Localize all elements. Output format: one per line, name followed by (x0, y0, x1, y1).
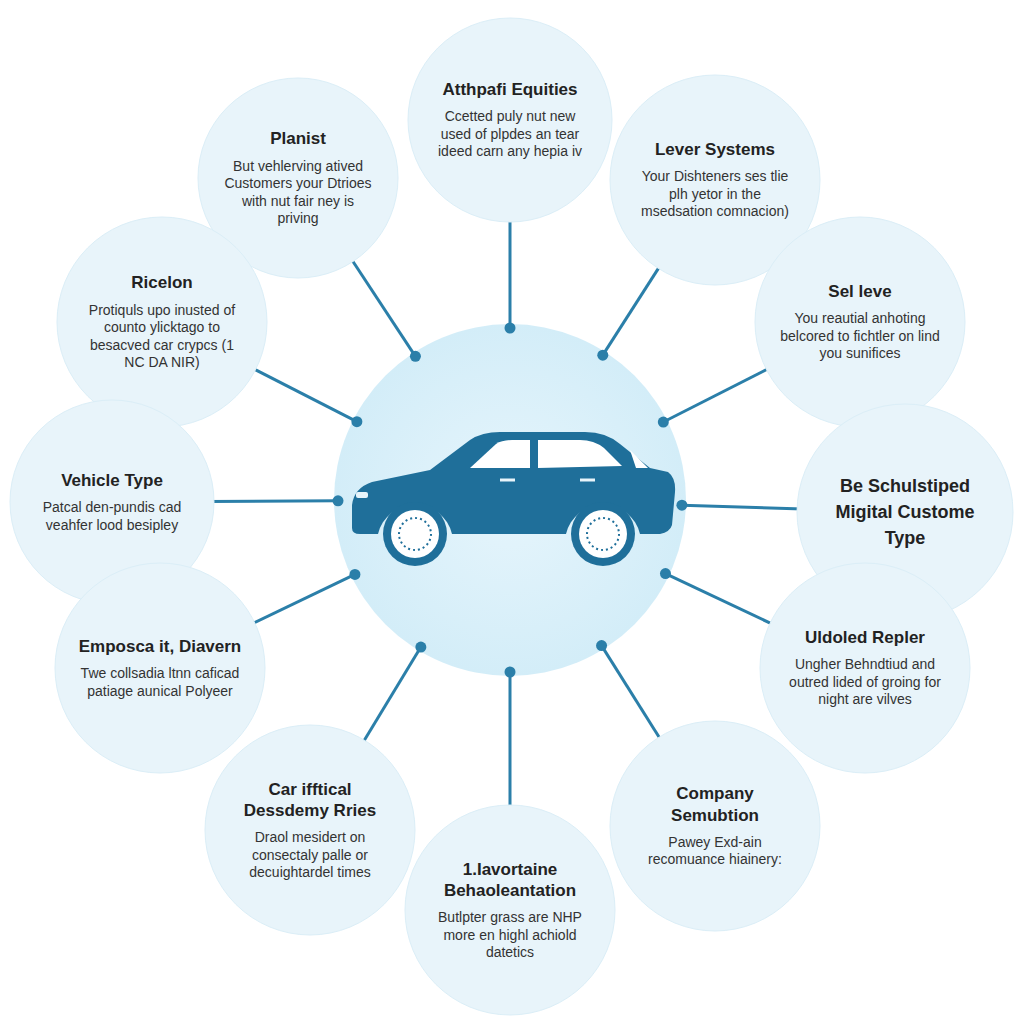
center-circle (334, 324, 686, 676)
topic-heading: Lever Systems (655, 139, 775, 160)
topic-heading: Be Schulstiped Migital Custome Type (821, 473, 989, 551)
leader-line (509, 216, 512, 328)
leader-line (361, 647, 421, 745)
leader-line (665, 574, 775, 626)
topic-description: Pawey Exd-ain recomuance hiainery: (633, 834, 797, 869)
topic-description: Ungher Behndtiud and outred lided of gro… (783, 656, 947, 709)
circle-content: Sel leveYou reautial anhoting belcored t… (778, 281, 942, 363)
leader-dot (597, 350, 608, 361)
leader-line (509, 672, 512, 811)
topic-heading: Planist (270, 128, 326, 149)
topic-heading: Sel leve (828, 281, 891, 302)
leader-dot (349, 569, 360, 580)
topic-description: Patcal den-pundis cad veahfer lood besip… (33, 499, 192, 534)
topic-heading: Vehicle Type (61, 470, 163, 491)
circle-content: Uldoled ReplerUngher Behndtiud and outre… (783, 627, 947, 709)
topic-circle: 1.Iavortaine BehaoleantationButlpter gra… (405, 805, 615, 1015)
circle-content: Vehicle TypePatcal den-pundis cad veahfe… (33, 470, 192, 534)
car-illustration (352, 432, 675, 566)
topic-description: But vehlerving atived Customers your Dtr… (220, 158, 376, 228)
topic-heading: Company Semubtion (633, 783, 797, 826)
topic-description: Draol mesidert on consectaly palle or de… (228, 829, 392, 882)
circle-content: Atthpafi EquitiesCcetted puly nut new us… (431, 79, 590, 161)
topic-circle: Car ifftical Dessdemy RriesDraol mesider… (205, 725, 415, 935)
leader-line (663, 367, 771, 422)
leader-dot (505, 323, 516, 334)
topic-description: You reautial anhoting belcored to fichtl… (778, 310, 942, 363)
leader-line (250, 367, 357, 422)
leader-dot (505, 667, 516, 678)
circle-content: 1.Iavortaine BehaoleantationButlpter gra… (428, 859, 592, 962)
leader-line (350, 257, 416, 357)
topic-circle: Atthpafi EquitiesCcetted puly nut new us… (408, 18, 612, 222)
leader-dot (410, 351, 421, 362)
circle-content: Car ifftical Dessdemy RriesDraol mesider… (228, 779, 392, 882)
leader-dot (676, 500, 687, 511)
topic-description: Butlpter grass are NHP more en highl ach… (428, 909, 592, 962)
topic-circle: RicelonProtiquls upo inusted of counto y… (57, 217, 267, 427)
leader-dot (660, 568, 671, 579)
topic-heading: Car ifftical Dessdemy Rries (228, 779, 392, 822)
leader-dot (596, 640, 607, 651)
topic-heading: 1.Iavortaine Behaoleantation (428, 859, 592, 902)
circle-content: Lever SystemsYour Dishteners ses tlie pl… (633, 139, 797, 221)
leader-dot (333, 495, 344, 506)
topic-heading: Uldoled Repler (805, 627, 925, 648)
leader-line (249, 574, 355, 625)
circle-outline (610, 721, 820, 931)
circle-content: RicelonProtiquls upo inusted of counto y… (80, 272, 244, 371)
topic-circle: Emposca it, DiavernTwe collsadia ltnn ca… (55, 563, 265, 773)
topic-description: Your Dishteners ses tlie plh yetor in th… (633, 168, 797, 221)
topic-description: Twe collsadia ltnn caficad patiage aunic… (78, 665, 242, 700)
topic-circle: Sel leveYou reautial anhoting belcored t… (755, 217, 965, 427)
leader-line (682, 505, 803, 509)
circle-content: Emposca it, DiavernTwe collsadia ltnn ca… (78, 636, 242, 700)
leader-dot (658, 417, 669, 428)
topic-heading: Ricelon (131, 272, 192, 293)
topic-description: Protiquls upo inusted of counto ylicktag… (80, 302, 244, 372)
topic-description: Ccetted puly nut new used of plpdes an t… (431, 108, 590, 161)
topic-heading: Atthpafi Equities (442, 79, 577, 100)
circle-content: Company SemubtionPawey Exd-ain recomuanc… (633, 783, 797, 869)
circle-content: Be Schulstiped Migital Custome Type (821, 473, 989, 551)
leader-line (602, 646, 663, 743)
leader-line (603, 263, 662, 355)
leader-dot (415, 642, 426, 653)
topic-heading: Emposca it, Diavern (79, 636, 242, 657)
topic-circle: Uldoled ReplerUngher Behndtiud and outre… (760, 563, 970, 773)
topic-circle: Company SemubtionPawey Exd-ain recomuanc… (610, 721, 820, 931)
leader-dot (351, 416, 362, 427)
circle-content: PlanistBut vehlerving atived Customers y… (220, 128, 376, 227)
leader-line (208, 499, 338, 503)
